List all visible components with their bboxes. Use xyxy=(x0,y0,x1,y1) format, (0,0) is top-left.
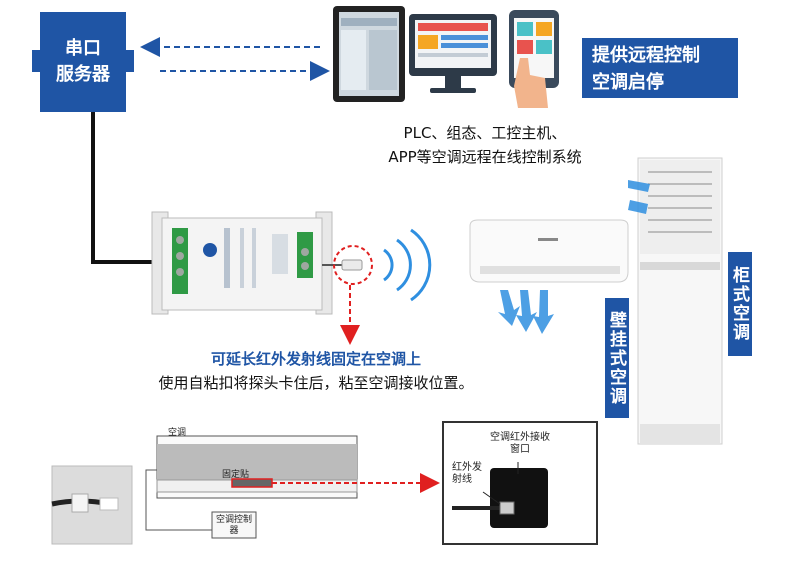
wall-ac-label: 壁挂式空调 xyxy=(605,298,629,418)
caption-top-line-1: PLC、组态、工控主机、 xyxy=(403,124,567,142)
ir-window-label: 空调红外接收窗口 xyxy=(490,432,550,455)
ac-control-module xyxy=(151,211,333,315)
installation-caption: 可延长红外发射线固定在空调上 使用自粘扣将探头卡住后，粘至空调接收位置。 xyxy=(106,347,526,395)
ac-controller-label: 空调控制器 xyxy=(216,515,253,536)
smartphone-icon xyxy=(509,10,559,108)
data-link-arrows xyxy=(140,37,330,81)
remote-badge-line-2: 空调启停 xyxy=(592,72,664,93)
fixed-sticker-label: 固定贴 xyxy=(222,470,250,480)
ir-probe xyxy=(322,245,373,345)
wall-ac-airflow xyxy=(498,290,554,334)
caption-top-line-2: APP等空调远程在线控制系统 xyxy=(388,148,582,166)
remote-control-badge: 提供远程控制 空调启停 xyxy=(582,38,738,98)
caption-mid-line-2: 使用自粘扣将探头卡住后，粘至空调接收位置。 xyxy=(158,374,474,392)
ir-window-detail xyxy=(442,421,598,545)
cabinet-ac-unit xyxy=(637,157,723,445)
serial-server-device: 串口 服务器 xyxy=(32,12,134,112)
wall-ac-unit xyxy=(469,219,629,283)
detail-ac-label: 空调 xyxy=(168,428,187,438)
ir-signal-waves xyxy=(383,228,432,302)
caption-mid-line-1: 可延长红外发射线固定在空调上 xyxy=(210,350,421,368)
serial-server-label-1: 串口 xyxy=(65,38,101,59)
ir-line-label: 红外发射线 xyxy=(452,462,482,485)
monitor-icon xyxy=(409,14,497,93)
serial-server-label-2: 服务器 xyxy=(56,64,110,85)
rs485-cable xyxy=(91,112,170,264)
remote-badge-line-1: 提供远程控制 xyxy=(592,45,700,66)
probe-photo xyxy=(51,465,133,545)
cabinet-ac-label: 柜式空调 xyxy=(728,252,752,356)
industrial-panel-icon xyxy=(333,6,405,102)
install-detail-ac xyxy=(145,435,440,539)
control-systems-caption: PLC、组态、工控主机、 APP等空调远程在线控制系统 xyxy=(340,121,630,169)
cabinet-ac-airflow xyxy=(628,180,650,214)
